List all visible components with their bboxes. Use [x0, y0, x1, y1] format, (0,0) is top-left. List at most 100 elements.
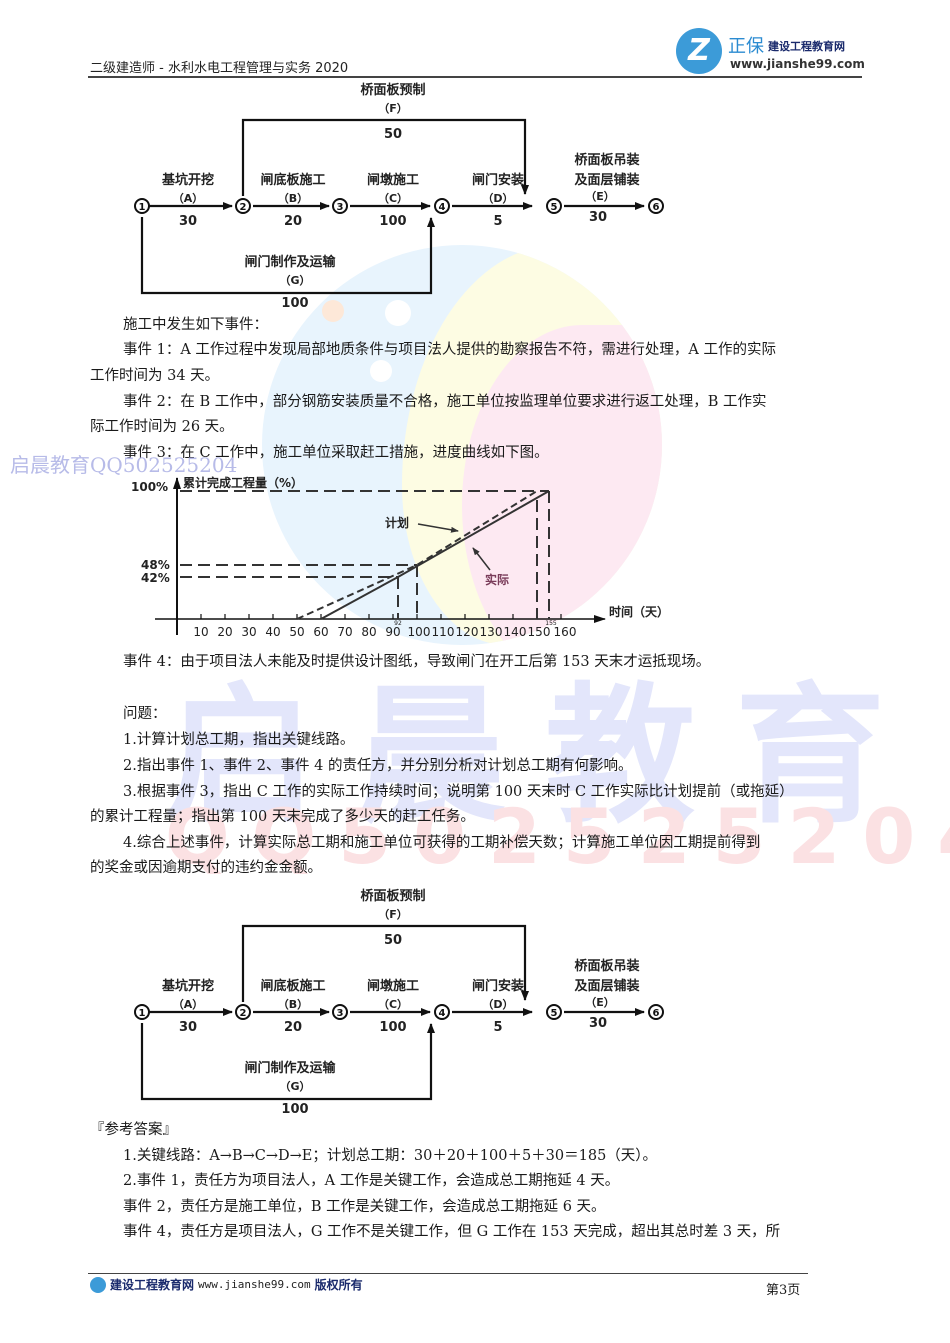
- answer-1: 1.关键线路：A→B→C→D→E；计划总工期：30＋20＋100＋5＋30＝18…: [123, 1148, 658, 1164]
- question-4-line2: 的奖金或因逾期支付的违约金金额。: [90, 860, 322, 876]
- svg-text:92: 92: [394, 620, 402, 627]
- svg-text:时间（天）: 时间（天）: [609, 604, 669, 619]
- answer-2-event2: 事件 2，责任方是施工单位，B 工作是关键工作，会造成总工期拖延 6 天。: [123, 1199, 606, 1215]
- event-1-line2: 工作时间为 34 天。: [90, 368, 220, 384]
- svg-text:100: 100: [408, 625, 431, 639]
- svg-text:及面层铺装: 及面层铺装: [574, 172, 639, 188]
- page-number: 第3页: [766, 1283, 801, 1298]
- svg-text:（B）: （B）: [278, 998, 308, 1011]
- watermark-dot: [370, 360, 392, 382]
- svg-text:（G）: （G）: [279, 274, 310, 287]
- event-2-line1: 事件 2：在 B 工作中，部分钢筋安装质量不合格，施工单位按监理单位要求进行返工…: [123, 394, 767, 410]
- event-1-line1: 事件 1：A 工作过程中发现局部地质条件与项目法人提供的勘察报告不符，需进行处理…: [123, 342, 776, 358]
- svg-text:4: 4: [439, 1008, 446, 1019]
- svg-text:10: 10: [193, 625, 208, 639]
- svg-text:20: 20: [217, 625, 232, 639]
- svg-text:（C）: （C）: [378, 192, 408, 205]
- footer-site-name: 建设工程教育网: [110, 1278, 195, 1292]
- svg-text:120: 120: [456, 625, 479, 639]
- svg-text:5: 5: [493, 1020, 502, 1035]
- svg-text:50: 50: [384, 933, 402, 948]
- svg-text:50: 50: [384, 127, 402, 142]
- svg-text:（F）: （F）: [378, 102, 408, 115]
- svg-text:60: 60: [313, 625, 328, 639]
- svg-text:累计完成工程量（%）: 累计完成工程量（%）: [183, 475, 303, 490]
- document-header-title: 二级建造师 - 水利水电工程管理与实务 2020: [90, 61, 349, 76]
- svg-text:（B）: （B）: [278, 192, 308, 205]
- question-1: 1.计算计划总工期，指出关键线路。: [123, 732, 355, 748]
- footer-copyright: 建设工程教育网 www.jianshe99.com 版权所有: [90, 1276, 363, 1293]
- svg-text:桥面板吊装: 桥面板吊装: [574, 152, 639, 168]
- svg-text:30: 30: [589, 210, 607, 225]
- svg-text:桥面板预制: 桥面板预制: [360, 888, 425, 904]
- svg-text:100: 100: [379, 1020, 406, 1035]
- svg-text:6: 6: [653, 1008, 660, 1019]
- question-4-line1: 4.综合上述事件，计算实际总工期和施工单位可获得的工期补偿天数；计算施工单位因工…: [123, 835, 761, 851]
- svg-text:4: 4: [439, 202, 446, 213]
- svg-text:2: 2: [240, 1008, 247, 1019]
- watermark-side-text: 启晨教育QQ502525204: [10, 453, 238, 477]
- svg-text:80: 80: [361, 625, 376, 639]
- svg-text:110: 110: [432, 625, 455, 639]
- question-3-line2: 的累计工程量；指出第 100 天末完成了多少天的赶工任务。: [90, 809, 475, 825]
- svg-text:6: 6: [653, 202, 660, 213]
- watermark-dot: [440, 320, 480, 360]
- svg-text:（C）: （C）: [378, 998, 408, 1011]
- svg-text:150: 150: [528, 625, 551, 639]
- svg-text:闸墩施工: 闸墩施工: [367, 978, 419, 994]
- event-4: 事件 4：由于项目法人未能及时提供设计图纸，导致闸门在开工后第 153 天末才运…: [123, 654, 711, 670]
- svg-text:闸墩施工: 闸墩施工: [367, 172, 419, 188]
- svg-text:（D）: （D）: [482, 192, 513, 205]
- svg-text:100: 100: [281, 296, 308, 311]
- svg-text:闸门制作及运输: 闸门制作及运输: [244, 254, 336, 270]
- svg-text:闸底板施工: 闸底板施工: [260, 978, 325, 994]
- footer-url-link[interactable]: www.jianshe99.com: [198, 1278, 311, 1291]
- svg-text:100: 100: [379, 214, 406, 229]
- question-3-line1: 3.根据事件 3，指出 C 工作的实际工作持续时间；说明第 100 天末时 C …: [123, 784, 794, 800]
- footer-rights: 版权所有: [314, 1278, 363, 1292]
- svg-text:计划: 计划: [385, 515, 409, 530]
- svg-text:（A）: （A）: [173, 192, 204, 205]
- network-diagram-top: 1 2 3 4 5 6 基坑开挖 （A） 30 闸底板施工 （B） 20 闸墩施…: [134, 82, 664, 311]
- svg-text:130: 130: [480, 625, 503, 639]
- svg-text:3: 3: [337, 202, 344, 213]
- svg-text:（E）: （E）: [585, 996, 615, 1009]
- svg-text:基坑开挖: 基坑开挖: [161, 172, 214, 188]
- svg-text:48%: 48%: [141, 558, 170, 572]
- network-diagram-answer: 1 2 3 4 5 6 基坑开挖 （A） 30 闸底板施工 （B） 20 闸墩施…: [134, 888, 664, 1117]
- answer-2-event1: 2.事件 1，责任方为项目法人，A 工作是关键工作，会造成总工期拖延 4 天。: [123, 1173, 620, 1189]
- svg-text:20: 20: [284, 1020, 302, 1035]
- svg-text:闸门安装: 闸门安装: [472, 172, 524, 188]
- svg-text:5: 5: [493, 214, 502, 229]
- watermark-text-large: 启晨教育: [165, 670, 926, 844]
- header-divider: [88, 76, 862, 78]
- svg-text:30: 30: [179, 214, 197, 229]
- svg-text:桥面板吊装: 桥面板吊装: [574, 958, 639, 974]
- svg-text:及面层铺装: 及面层铺装: [574, 978, 639, 994]
- watermark-qq-large: QQ502525204: [165, 792, 950, 881]
- svg-text:160: 160: [554, 625, 577, 639]
- logo-mark-icon: Z: [676, 28, 722, 74]
- svg-text:20: 20: [284, 214, 302, 229]
- svg-text:50: 50: [289, 625, 304, 639]
- svg-text:3: 3: [337, 1008, 344, 1019]
- svg-text:（A）: （A）: [173, 998, 204, 1011]
- site-logo-icon: [90, 1276, 106, 1293]
- svg-text:70: 70: [337, 625, 352, 639]
- svg-text:100%: 100%: [131, 480, 168, 494]
- svg-text:（F）: （F）: [378, 908, 408, 921]
- answer-2-event4: 事件 4，责任方是项目法人，G 工作不是关键工作，但 G 工作在 153 天完成…: [123, 1224, 781, 1240]
- svg-text:实际: 实际: [485, 572, 509, 587]
- logo-subtitle: 建设工程教育网: [768, 40, 845, 53]
- logo-url: www.jianshe99.com: [730, 57, 865, 71]
- svg-text:1: 1: [139, 1008, 146, 1019]
- svg-text:1: 1: [139, 202, 146, 213]
- footer-divider: [88, 1273, 808, 1274]
- svg-text:闸门安装: 闸门安装: [472, 978, 524, 994]
- site-logo[interactable]: Z 正保 建设工程教育网 www.jianshe99.com: [676, 26, 868, 76]
- svg-text:闸门制作及运输: 闸门制作及运输: [244, 1060, 336, 1076]
- svg-text:40: 40: [265, 625, 280, 639]
- answer-label: 『参考答案』: [90, 1122, 177, 1138]
- svg-text:（G）: （G）: [279, 1080, 310, 1093]
- svg-text:90: 90: [385, 625, 400, 639]
